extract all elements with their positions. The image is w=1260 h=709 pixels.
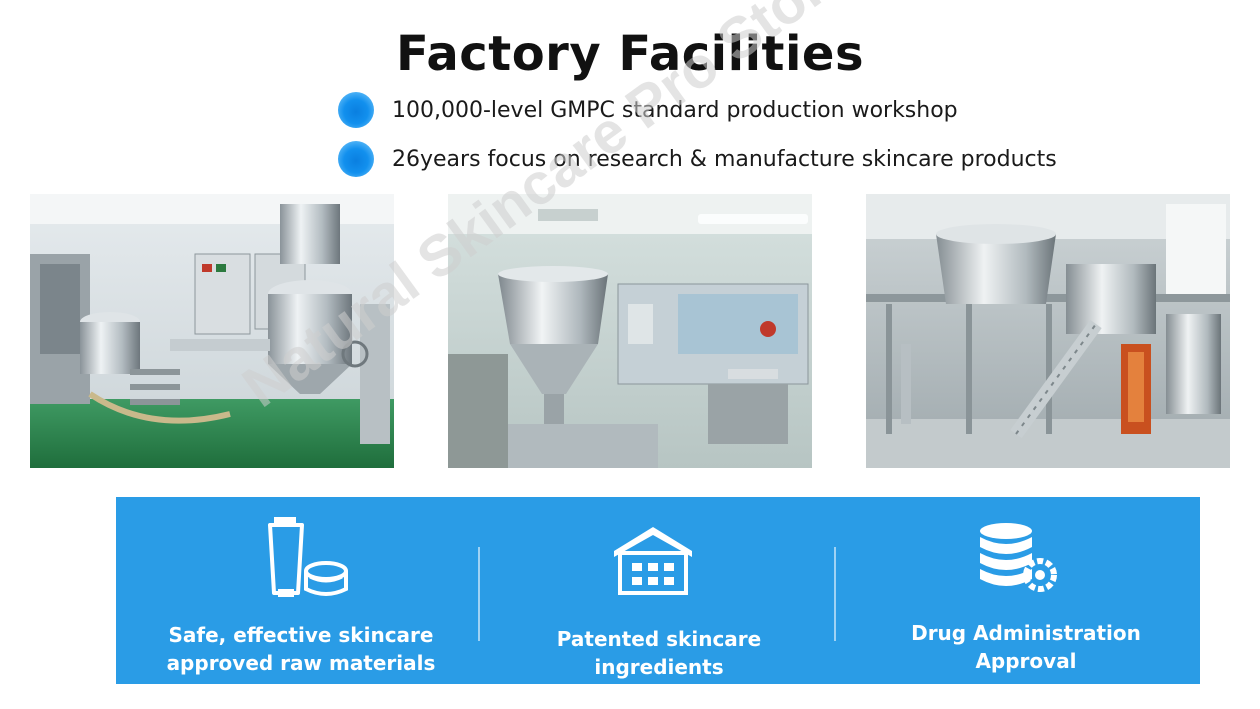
tube-jar-icon — [268, 517, 348, 597]
feature-bullet-list: 100,000-level GMPC standard production w… — [338, 92, 1057, 190]
features-band: Safe, effective skincare approved raw ma… — [116, 497, 1200, 684]
warehouse-icon — [614, 527, 692, 595]
database-gear-icon — [980, 523, 1057, 592]
feature-label-line1: Safe, effective skincare — [168, 623, 434, 647]
feature-label-line1: Drug Administration — [911, 621, 1141, 645]
factory-photo-filling-machine — [448, 194, 812, 468]
feature-label-line2: Approval — [975, 649, 1077, 673]
feature-label-line2: ingredients — [594, 655, 724, 679]
blue-dot-icon — [338, 141, 374, 177]
page-title: Factory Facilities — [395, 26, 865, 82]
blue-dot-icon — [338, 92, 374, 128]
feature-drug-administration: Drug Administration Approval — [856, 497, 1196, 684]
divider — [834, 547, 836, 641]
bullet-item: 26years focus on research & manufacture … — [338, 141, 1057, 177]
feature-raw-materials: Safe, effective skincare approved raw ma… — [146, 497, 456, 684]
factory-photo-mixing-workshop — [30, 194, 394, 468]
feature-label-line1: Patented skincare — [556, 627, 762, 651]
factory-photo-tank-platform — [866, 194, 1230, 468]
feature-patented-ingredients: Patented skincare ingredients — [506, 497, 812, 684]
feature-label-line2: approved raw materials — [166, 651, 436, 675]
bullet-item: 100,000-level GMPC standard production w… — [338, 92, 1057, 128]
divider — [478, 547, 480, 641]
bullet-text: 26years focus on research & manufacture … — [392, 146, 1057, 172]
bullet-text: 100,000-level GMPC standard production w… — [392, 97, 958, 123]
